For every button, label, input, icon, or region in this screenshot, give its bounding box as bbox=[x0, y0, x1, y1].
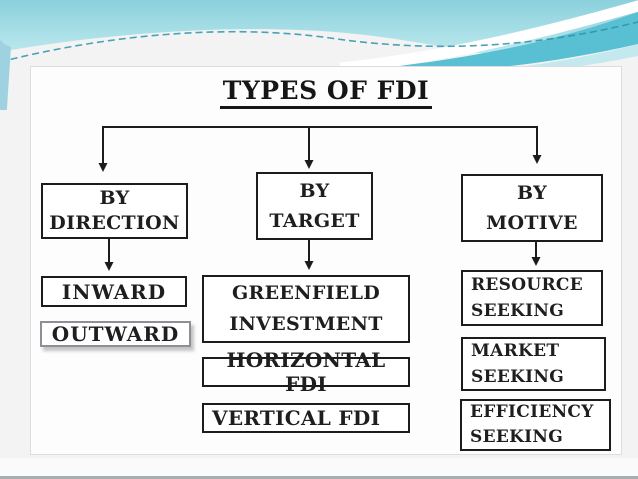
wave-dashed-line bbox=[0, 21, 638, 63]
branch-header-line: TARGET bbox=[269, 210, 360, 232]
node-outward: OUTWARD bbox=[40, 321, 191, 347]
branch-header-line: DIRECTION bbox=[49, 212, 180, 234]
wave-band-dark bbox=[360, 12, 638, 73]
slide-title-wrap: TYPES OF FDI bbox=[30, 76, 622, 109]
wave-left-sliver bbox=[0, 40, 11, 110]
node-efficiency-seeking: EFFICIENCY SEEKING bbox=[460, 399, 611, 451]
slide-title: TYPES OF FDI bbox=[219, 76, 433, 109]
node-label: VERTICAL FDI bbox=[212, 406, 381, 430]
node-label: OUTWARD bbox=[51, 322, 180, 346]
node-label-line: SEEKING bbox=[471, 367, 565, 387]
node-market-seeking: MARKET SEEKING bbox=[461, 337, 606, 391]
node-resource-seeking: RESOURCE SEEKING bbox=[461, 270, 603, 326]
branch-header-by-target: BY TARGET bbox=[256, 172, 373, 240]
node-label-line: EFFICIENCY bbox=[470, 402, 594, 422]
branch-header-line: BY bbox=[299, 180, 330, 202]
node-greenfield-investment: GREENFIELD INVESTMENT bbox=[202, 275, 410, 343]
wave-white-ribbon bbox=[339, 0, 638, 74]
node-label: INWARD bbox=[61, 279, 167, 304]
node-label: HORIZONTAL FDI bbox=[226, 348, 386, 396]
bottom-bar bbox=[0, 476, 638, 479]
diagram-panel bbox=[30, 66, 622, 455]
wave-field bbox=[0, 0, 638, 60]
node-label-line: GREENFIELD bbox=[231, 282, 381, 304]
node-vertical-fdi: VERTICAL FDI bbox=[202, 403, 410, 433]
branch-header-line: BY bbox=[517, 182, 547, 204]
node-label-line: SEEKING bbox=[471, 301, 565, 321]
node-inward: INWARD bbox=[41, 276, 187, 307]
branch-header-by-direction: BY DIRECTION bbox=[41, 183, 188, 239]
branch-header-line: BY bbox=[99, 187, 130, 209]
node-label-line: RESOURCE bbox=[471, 275, 584, 295]
branch-header-by-motive: BY MOTIVE bbox=[461, 174, 603, 242]
node-label-line: MARKET bbox=[471, 341, 560, 361]
node-label-line: SEEKING bbox=[470, 427, 564, 447]
node-label-line: INVESTMENT bbox=[229, 313, 383, 335]
bottom-strip bbox=[0, 458, 638, 476]
node-horizontal-fdi: HORIZONTAL FDI bbox=[202, 348, 410, 396]
branch-header-line: MOTIVE bbox=[486, 212, 578, 234]
